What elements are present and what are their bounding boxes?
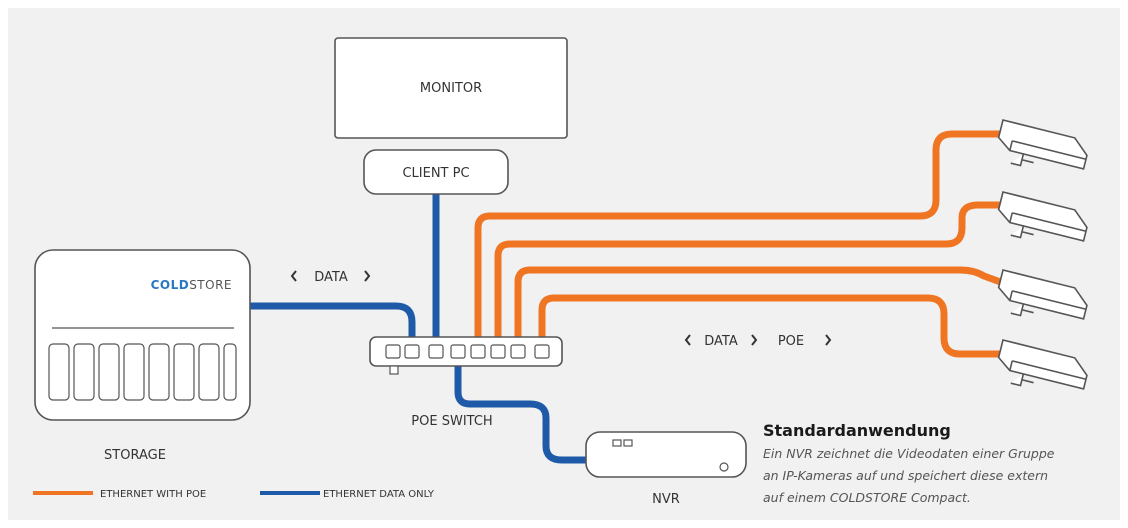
- legend-swatch-data: [260, 491, 320, 495]
- info-line-3: auf einem COLDSTORE Compact.: [763, 490, 971, 505]
- poe-switch-label: POE SWITCH: [411, 414, 492, 429]
- client-pc-box: [363, 149, 509, 195]
- chevron-right-icon: [751, 334, 758, 346]
- poe-cable-1: [474, 130, 1010, 352]
- camera-icon: [997, 119, 1088, 170]
- drive-bay: [148, 343, 170, 401]
- info-line-1: Ein NVR zeichnet die Videodaten einer Gr…: [763, 446, 1055, 461]
- switch-port: [510, 344, 526, 359]
- data-label-right: DATA: [704, 334, 738, 349]
- nvr-label: NVR: [652, 492, 680, 507]
- legend-label-poe: ETHERNET WITH POE: [100, 489, 206, 500]
- switch-port: [534, 344, 550, 359]
- monitor-box: [334, 37, 568, 139]
- chevron-right-icon: [825, 334, 832, 346]
- client-pc-label: CLIENT PC: [402, 166, 469, 181]
- chevron-right-icon: [364, 270, 371, 282]
- switch-port: [470, 344, 486, 359]
- camera-icon: [997, 269, 1088, 320]
- poe-label: POE: [778, 334, 804, 349]
- nvr-led: [623, 439, 633, 447]
- drive-bay: [198, 343, 220, 401]
- monitor-label: MONITOR: [420, 81, 482, 96]
- storage-drive-bays: [48, 343, 237, 401]
- data-cable-nvr: [454, 352, 590, 464]
- chevron-left-icon: [684, 334, 691, 346]
- drive-bay: [73, 343, 95, 401]
- nvr-led: [612, 439, 622, 447]
- poe-cable-2: [494, 201, 1008, 352]
- data-cable-storage: [250, 302, 416, 352]
- switch-port: [490, 344, 506, 359]
- switch-port: [404, 344, 420, 359]
- poe-cable-3: [514, 266, 1008, 352]
- drive-bay: [173, 343, 195, 401]
- poe-cable-4: [538, 294, 1004, 358]
- switch-port: [385, 344, 401, 359]
- switch-foot: [389, 365, 399, 375]
- camera-icon: [997, 191, 1088, 242]
- legend-swatch-poe: [33, 491, 93, 495]
- switch-port: [428, 344, 444, 359]
- drive-bay: [48, 343, 70, 401]
- switch-ports: [385, 344, 550, 359]
- chevron-left-icon: [290, 270, 297, 282]
- drive-bay: [98, 343, 120, 401]
- nvr-box: [585, 431, 747, 478]
- info-line-2: an IP-Kameras auf und speichert diese ex…: [763, 468, 1048, 483]
- switch-port: [450, 344, 466, 359]
- info-title: Standardanwendung: [763, 421, 951, 440]
- nvr-power-button: [719, 462, 729, 472]
- poe-switch-box: [369, 336, 563, 367]
- camera-icon: [997, 339, 1088, 390]
- data-label-left: DATA: [314, 270, 348, 285]
- storage-brand: COLDSTORE: [151, 278, 232, 292]
- legend-label-data: ETHERNET DATA ONLY: [323, 489, 435, 500]
- drive-bay: [223, 343, 237, 401]
- drive-bay: [123, 343, 145, 401]
- storage-label: STORAGE: [104, 448, 166, 463]
